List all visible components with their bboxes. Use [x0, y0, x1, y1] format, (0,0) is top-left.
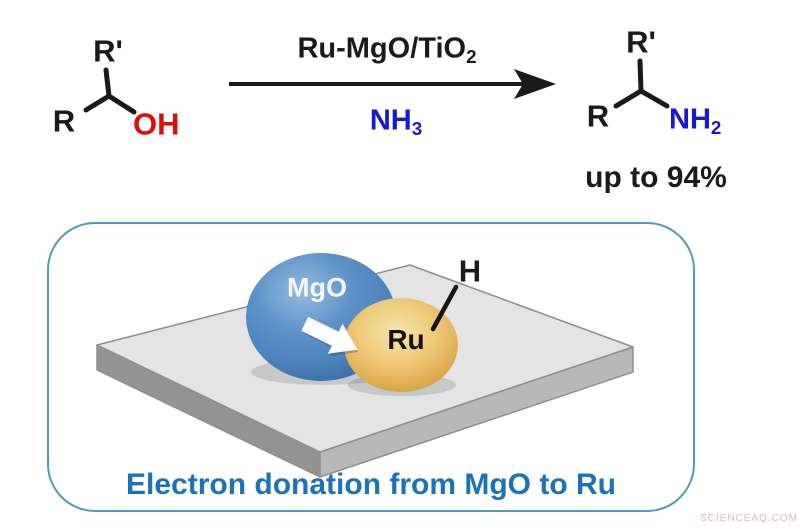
catalyst-label: Ru-MgO/TiO2 — [297, 32, 477, 67]
hydride-label: H — [458, 253, 482, 289]
product-r-label: R — [586, 98, 610, 134]
mechanism-caption: Electron donation from MgO to Ru — [126, 468, 616, 501]
ru-label: Ru — [387, 324, 425, 355]
ammonia-label: NH3 — [369, 104, 423, 139]
watermark: SCIENCEAQ.COM — [700, 513, 799, 524]
amine-subscript: 2 — [710, 116, 722, 138]
reactant-r-prime-label: R' — [93, 33, 123, 69]
catalyst-text: Ru-MgO/TiO — [297, 32, 467, 65]
hydroxyl-label: OH — [133, 106, 180, 142]
electron-arrow — [301, 316, 359, 356]
catalyst-subscript: 2 — [466, 45, 477, 67]
ru-particle — [344, 298, 458, 392]
yield-label: up to 94% — [585, 161, 727, 194]
amine-text: NH — [669, 103, 711, 136]
product-r-prime-label: R' — [626, 24, 656, 60]
mgo-label: MgO — [287, 272, 347, 303]
ammonia-text: NH — [369, 104, 412, 137]
reactant-bonds — [83, 67, 137, 115]
product-bonds — [613, 58, 670, 109]
reactant-r-label: R — [52, 103, 76, 139]
hydride-bond — [430, 284, 459, 332]
ammonia-subscript: 3 — [411, 117, 423, 139]
amine-label: NH2 — [669, 103, 722, 138]
reaction-arrow — [229, 69, 556, 99]
